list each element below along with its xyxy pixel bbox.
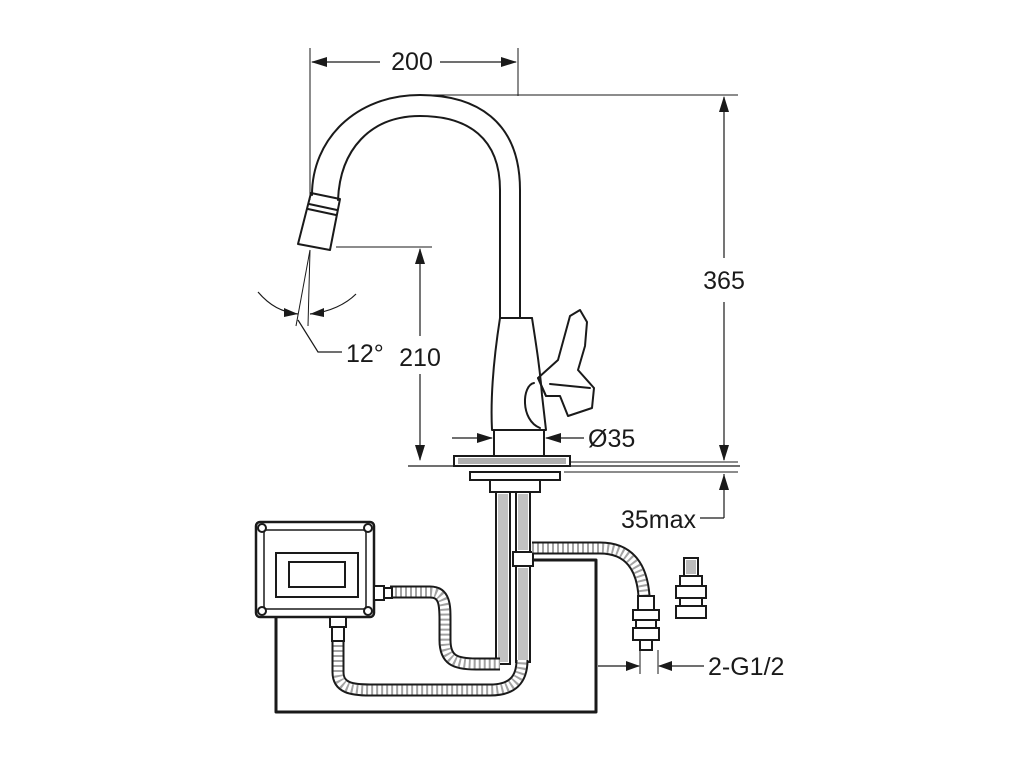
faucet-spout	[297, 94, 521, 319]
dim-label-12deg: 12°	[346, 340, 384, 368]
dim-spout-reach: 200	[309, 48, 519, 200]
cable-loop	[274, 558, 598, 714]
dim-label-365: 365	[703, 267, 745, 295]
dim-label-35max: 35max	[621, 506, 697, 534]
supply-hoses	[331, 491, 707, 697]
dim-label-diameter: Ø35	[588, 425, 635, 453]
dim-label-connections: 2-G1/2	[708, 653, 784, 681]
dim-counter-thickness: 35max	[564, 444, 738, 534]
dim-total-height: 365	[430, 94, 745, 463]
control-box	[254, 520, 393, 642]
dim-label-200: 200	[391, 48, 433, 76]
faucet-body	[490, 309, 595, 457]
dim-connections: 2-G1/2	[598, 650, 784, 681]
faucet-base	[408, 455, 740, 493]
dim-label-210: 210	[399, 344, 441, 372]
dim-base-diameter: Ø35	[452, 425, 635, 453]
dim-spout-clearance: 210	[336, 246, 441, 461]
dim-swivel-angle: 12°	[257, 249, 384, 368]
